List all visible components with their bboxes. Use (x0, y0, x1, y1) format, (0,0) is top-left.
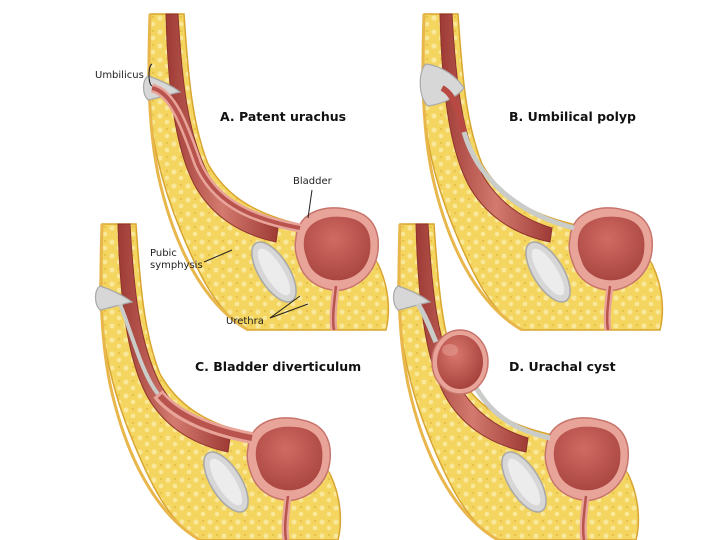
bladder-label: Bladder (293, 176, 332, 187)
panel-b-title: B. Umbilical polyp (509, 109, 637, 124)
label-leader-lines (148, 63, 313, 319)
umbilicus-label: Umbilicus (95, 70, 144, 81)
panel-c-title: C. Bladder diverticulum (195, 359, 362, 374)
panel-d-title: D. Urachal cyst (509, 359, 616, 374)
panel-a-title: A. Patent urachus (220, 109, 347, 124)
panel-b-umbilical-polyp (420, 14, 662, 330)
pubic-symphysis-label-line2: symphysis (150, 260, 203, 271)
panel-d-urachal-cyst (392, 224, 639, 540)
panel-a-patent-urachus (142, 14, 389, 330)
panel-c-bladder-diverticulum (94, 224, 341, 540)
pubic-symphysis-label-line1: Pubic (150, 248, 177, 259)
urethra-label: Urethra (226, 316, 264, 327)
